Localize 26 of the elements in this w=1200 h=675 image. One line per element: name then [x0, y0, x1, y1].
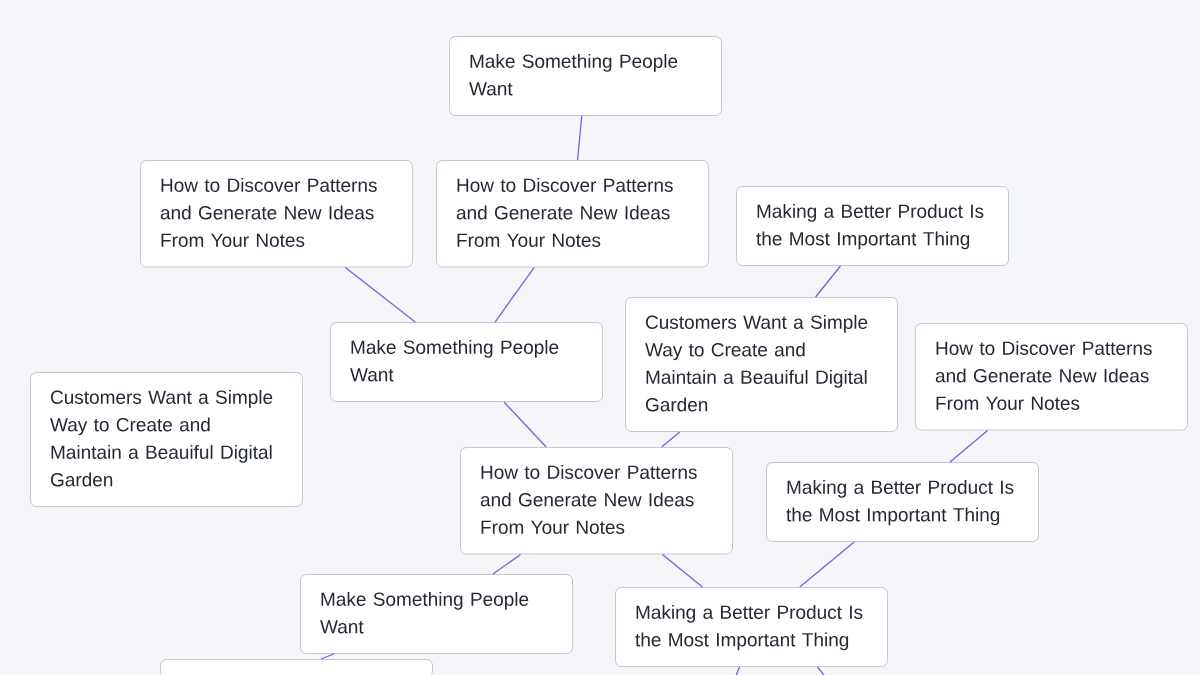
note-card: Customers Want a Simple Way to Create and Maintain a Beauiful Digital Garden [625, 297, 898, 432]
note-card: Make Something People Want [449, 36, 722, 116]
connector-line [344, 266, 416, 323]
connector-line [661, 553, 704, 588]
connector-line [576, 115, 583, 161]
note-card: Customers Want a Simple Way to Create and Maintain a Beauiful Digital Garden [30, 372, 303, 507]
connector-line [734, 666, 741, 675]
note-card: How to Discover Patterns and Generate New Ideas From Your Notes [460, 447, 733, 555]
note-card: How to Discover Patterns and Generate New Ideas From Your Notes [140, 160, 413, 268]
connector-line [949, 429, 989, 463]
connector-line [799, 541, 855, 588]
connector-line [816, 666, 827, 675]
connector-line [814, 265, 842, 298]
note-card: How to Discover Patterns and Generate New Ideas From Your Notes [915, 323, 1188, 431]
connector-line [660, 431, 681, 448]
note-card: Making a Better Product Is the Most Important Thing [766, 462, 1039, 542]
note-card: Making a Better Product Is the Most Important Thing [615, 587, 888, 667]
connector-line [494, 266, 535, 323]
note-card: Make Something People Want [330, 322, 603, 402]
connector-line [492, 553, 522, 575]
connector-line [320, 653, 335, 660]
note-card: Making a Better Product Is the Most Important Thing [736, 186, 1009, 266]
note-card: Make Something People Want [300, 574, 573, 654]
note-card: How to Discover Patterns and Generate New Ideas From Your Notes [436, 160, 709, 268]
empty-card [160, 659, 433, 675]
connector-line [503, 401, 547, 448]
